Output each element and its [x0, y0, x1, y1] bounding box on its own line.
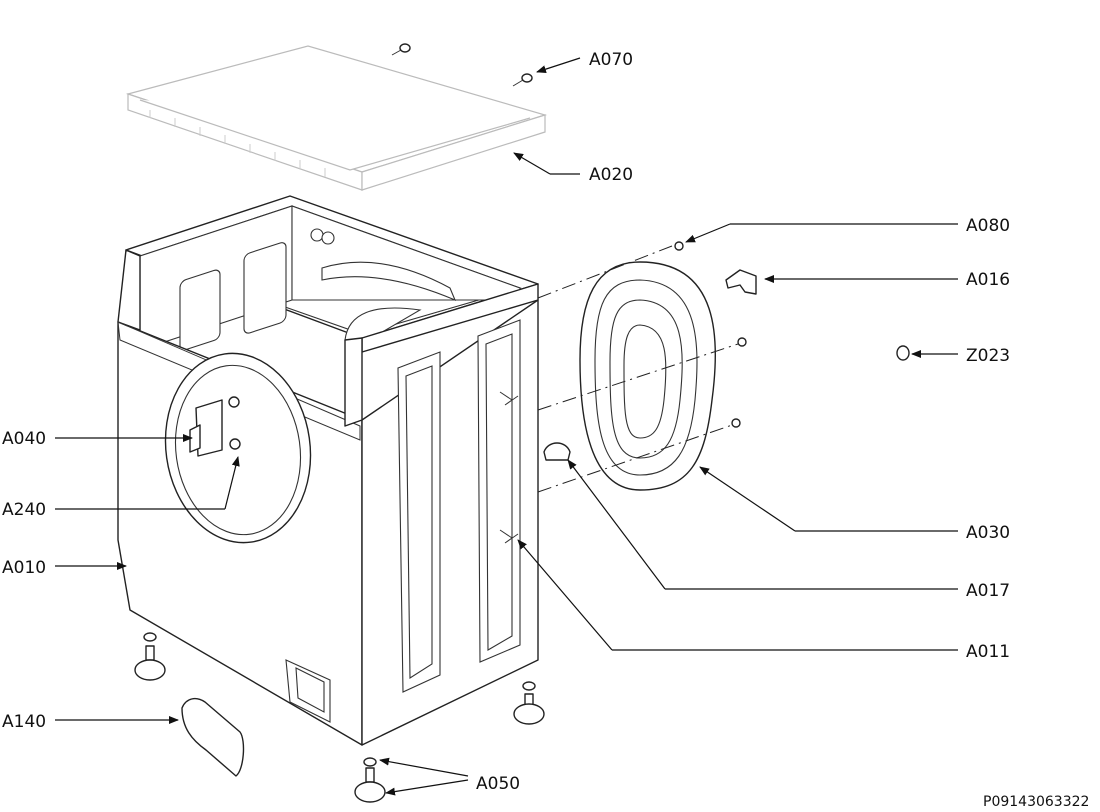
drawing-code: P09143063322 [983, 794, 1089, 810]
flap-part [181, 697, 245, 777]
label-a017: A017 [966, 581, 1010, 601]
label-a080: A080 [966, 216, 1010, 236]
plug-part [896, 345, 910, 361]
panel-screw-part [674, 241, 747, 428]
label-a020: A020 [589, 165, 633, 185]
bracket-part [543, 442, 571, 461]
label-a030: A030 [966, 523, 1010, 543]
label-a050: A050 [476, 774, 520, 794]
cabinet-body-part [117, 195, 539, 746]
foot-part [134, 632, 545, 803]
label-z023: Z023 [966, 346, 1010, 366]
label-a240: A240 [2, 500, 46, 520]
label-a011: A011 [966, 642, 1010, 662]
lid-screw-part [391, 43, 533, 87]
label-a016: A016 [966, 270, 1010, 290]
door-hinge-part [189, 396, 241, 457]
label-a140: A140 [2, 712, 46, 732]
label-a070: A070 [589, 50, 633, 70]
leader-lines [55, 57, 958, 796]
label-a040: A040 [2, 429, 46, 449]
top-cover-part [125, 45, 548, 191]
clip-part [725, 269, 757, 295]
label-a010: A010 [2, 558, 46, 578]
back-panel-part [579, 261, 717, 491]
